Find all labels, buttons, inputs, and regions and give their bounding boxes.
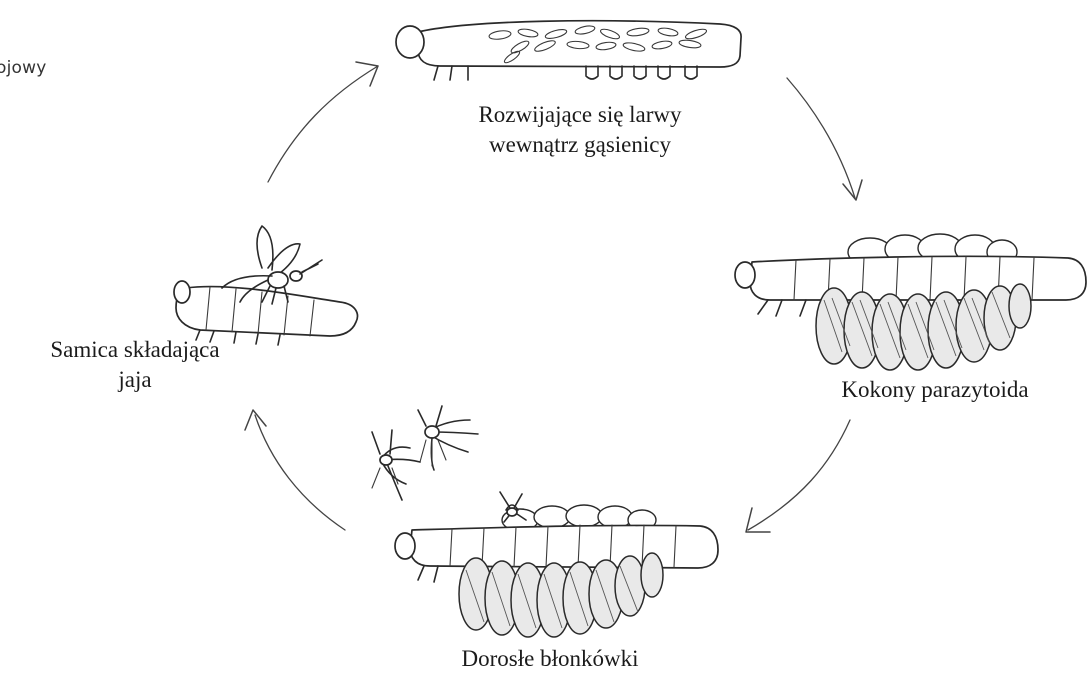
arrow-cocoons-to-adults: [746, 420, 850, 532]
label-adults-line-1: Dorosłe błonkówki: [400, 644, 700, 674]
label-larvae-inside: Rozwijające się larwy wewnątrz gąsienicy: [420, 100, 740, 160]
adult-wasps-emerging-illustration: [372, 406, 718, 637]
label-cocoons: Kokony parazytoida: [800, 375, 1070, 405]
arrow-female-to-larvae: [268, 62, 378, 182]
label-larvae-line-2: wewnątrz gąsienicy: [420, 130, 740, 160]
label-female-laying: Samica składająca jaja: [0, 335, 270, 395]
caterpillar-with-larvae-illustration: [396, 21, 741, 80]
caterpillar-with-cocoons-illustration: [735, 234, 1086, 370]
flying-wasp-1: [418, 406, 478, 470]
label-female-line-1: Samica składająca: [0, 335, 270, 365]
arrow-adults-to-female: [245, 410, 345, 530]
label-cocoons-line-1: Kokony parazytoida: [800, 375, 1070, 405]
female-laying-eggs-illustration: [174, 226, 357, 345]
label-adults: Dorosłe błonkówki: [400, 644, 700, 674]
flying-wasp-2: [372, 430, 420, 500]
label-female-line-2: jaja: [0, 365, 270, 395]
arrow-larvae-to-cocoons: [787, 78, 862, 200]
label-larvae-line-1: Rozwijające się larwy: [420, 100, 740, 130]
